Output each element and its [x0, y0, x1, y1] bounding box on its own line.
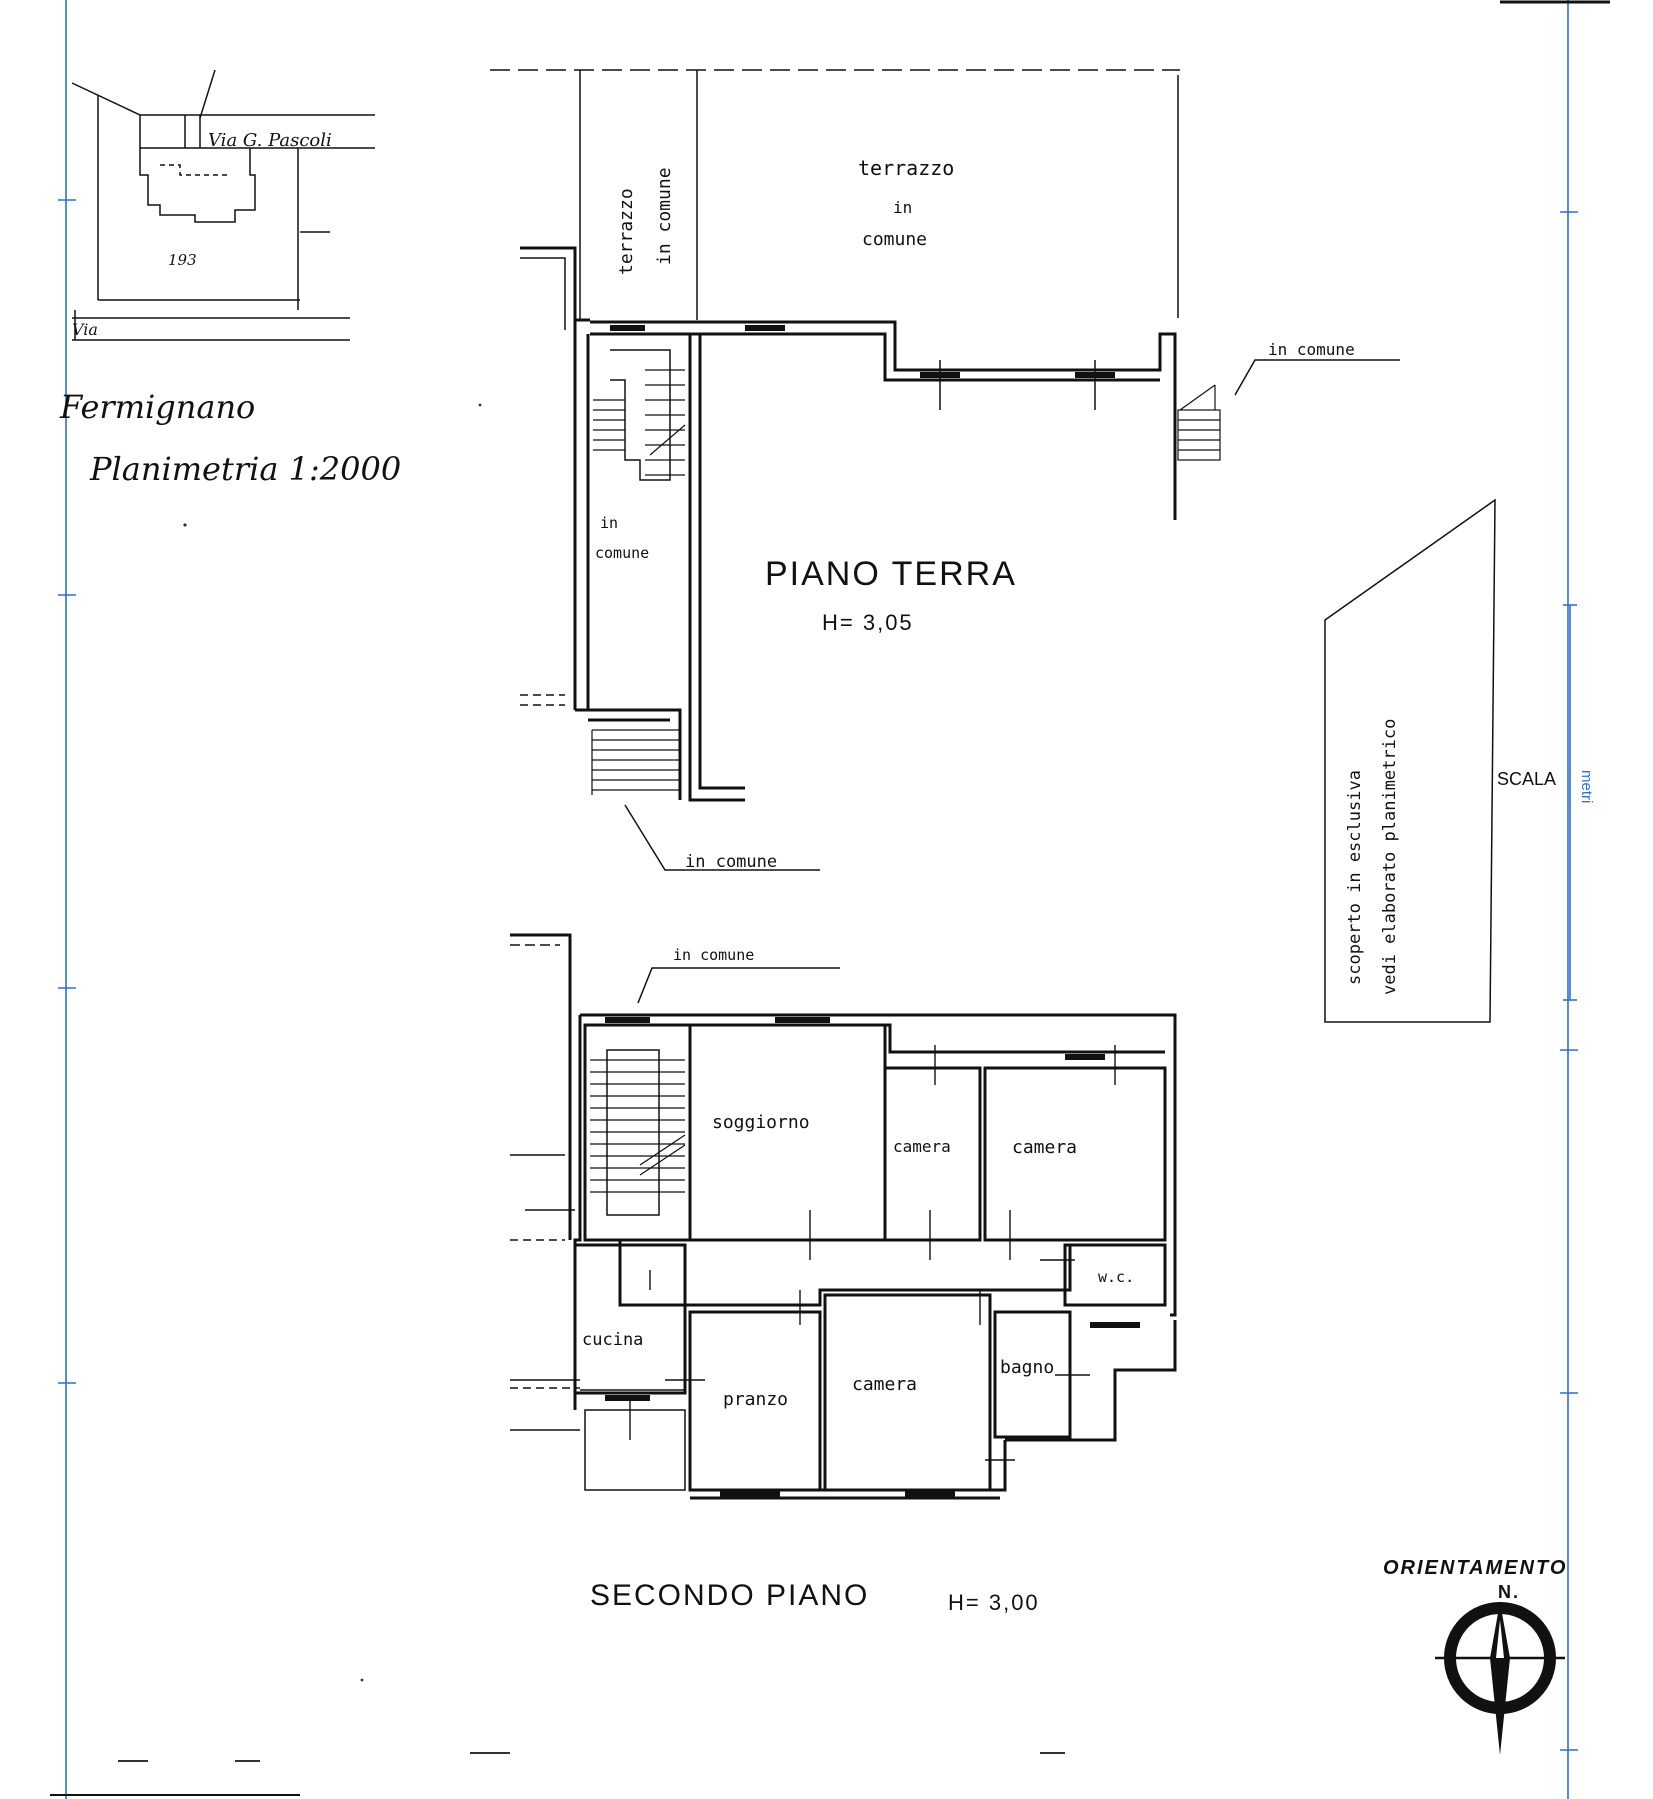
second-floor-common-label: in comune [673, 946, 754, 964]
compass-rose-icon [1435, 1602, 1565, 1755]
room-camera-small: camera [893, 1137, 951, 1156]
north-label: N. [1498, 1582, 1520, 1602]
ground-floor-height: H= 3,05 [822, 610, 914, 635]
terrace-side-line1: terrazzo [616, 188, 637, 275]
scale-bar: SCALA metri [1497, 604, 1595, 1001]
common-entrance-label: in comune [685, 852, 777, 872]
location-plan-scale: Planimetria 1:2000 [89, 450, 401, 488]
room-cucina: cucina [582, 1330, 643, 1350]
scan-noise [118, 403, 1065, 1762]
room-soggiorno: soggiorno [712, 1112, 810, 1133]
room-pranzo: pranzo [723, 1389, 788, 1410]
ground-floor-title: PIANO TERRA [765, 555, 1017, 593]
town-name: Fermignano [59, 388, 255, 426]
room-camera-center: camera [852, 1374, 917, 1395]
terrace-main-line1: terrazzo [858, 156, 954, 180]
uncovered-area: scoperto in esclusiva vedi elaborato pla… [1324, 498, 1496, 1023]
street-label-top: Via G. Pascoli [208, 130, 332, 151]
stair-common-line1: in [600, 514, 618, 532]
stair-common-line2: comune [595, 544, 649, 562]
common-right-label: in comune [1268, 340, 1355, 359]
margin-lines [50, 0, 1610, 1799]
room-camera-right: camera [1012, 1137, 1077, 1158]
terrace-main-line2: in [893, 198, 912, 217]
room-bagno: bagno [1000, 1357, 1054, 1378]
parcel-number: 193 [168, 251, 197, 269]
second-floor-height: H= 3,00 [948, 1590, 1040, 1615]
scale-label: SCALA [1497, 769, 1556, 789]
second-floor-plan: in comune soggiorno camera camera w.c. c… [510, 933, 1177, 1615]
second-floor-title: SECONDO PIANO [590, 1579, 869, 1612]
terrace-side-line2: in comune [654, 167, 675, 265]
orientation-compass: ORIENTAMENTO N. [1383, 1557, 1567, 1755]
location-plan: Via G. Pascoli 193 Via Fermignano Planim… [59, 69, 401, 488]
uncovered-note-line2: vedi elaborato planimetrico [1380, 719, 1400, 995]
room-wc: w.c. [1098, 1268, 1134, 1286]
terrace-main-line3: comune [862, 229, 927, 250]
street-label-bottom: Via [72, 320, 98, 339]
orientation-label: ORIENTAMENTO [1383, 1557, 1567, 1579]
scale-unit: metri [1578, 770, 1595, 803]
ground-floor-plan: terrazzo in comune terrazzo in comune in… [490, 69, 1400, 872]
uncovered-note-line1: scoperto in esclusiva [1345, 770, 1365, 985]
